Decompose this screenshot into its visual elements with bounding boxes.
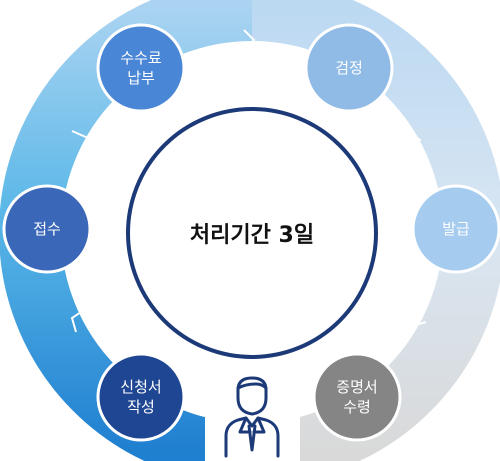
step-circle-issue: [411, 184, 500, 274]
step-circle-review: [304, 23, 394, 113]
step-circle-write-app: [96, 352, 186, 442]
center-circle: [126, 107, 378, 359]
step-circle-intake: [2, 184, 92, 274]
businessman-icon: [224, 376, 280, 458]
chevron-icon: [409, 311, 427, 328]
chevron-icon: [71, 130, 90, 153]
step-circle-fee: [96, 23, 186, 113]
chevron-icon: [405, 129, 422, 154]
processing-period-title: 처리기간 3일: [189, 223, 315, 248]
chevron-icon: [70, 309, 85, 333]
chevron-icon: [243, 29, 256, 51]
step-circle-receive-cert: [312, 352, 402, 442]
